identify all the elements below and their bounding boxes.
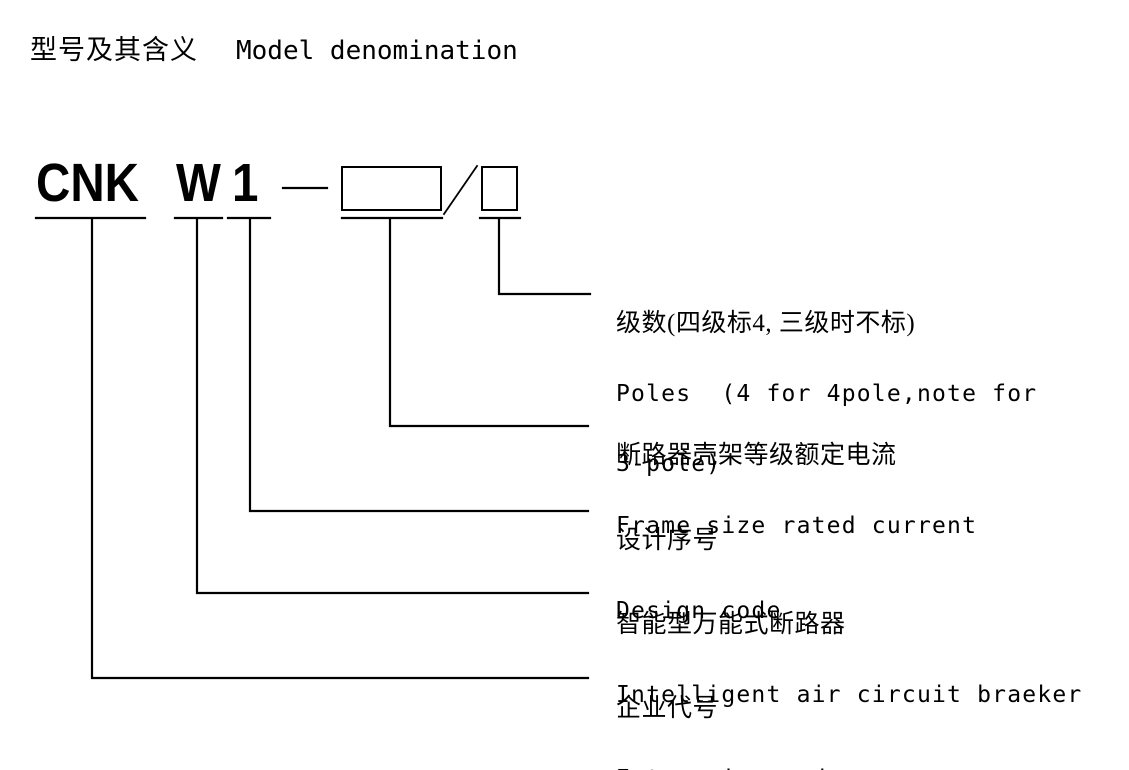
annotation-product-type-chinese: 智能型万能式断路器: [616, 611, 846, 638]
annotation-poles-english-line-1: Poles (4 for 4pole,note for: [616, 381, 1038, 407]
page-title-english: Model denomination: [236, 36, 518, 66]
annotation-enterprise-code-english: Enterprise code: [616, 762, 842, 770]
annotation-frame-size-chinese: 断路器壳架等级额定电流: [616, 442, 897, 469]
annotation-frame-size: 断路器壳架等级额定电流 Frame size rated current: [616, 403, 977, 579]
leader-line-poles: [497, 217, 592, 296]
leader-line-design-code: [248, 217, 590, 513]
annotation-poles-chinese: 级数(四级标4, 三级时不标): [616, 310, 916, 337]
model-code-product-type: W: [176, 153, 221, 213]
model-code-enterprise: CNK: [36, 153, 139, 213]
annotation-product-type-english: Intelligent air circuit braeker: [616, 682, 1083, 708]
leader-line-enterprise-code: [90, 217, 590, 680]
annotation-design-code-chinese: 设计序号: [616, 527, 719, 554]
code-slash: [442, 164, 479, 216]
annotation-frame-size-english: Frame size rated current: [616, 513, 978, 539]
annotation-product-type: 智能型万能式断路器 Intelligent air circuit braeke…: [616, 572, 1082, 748]
model-code-frame-size-box: [341, 166, 442, 211]
annotation-enterprise-code: 企业代号 Enterprise code: [616, 656, 842, 770]
annotation-design-code-english: Design code: [616, 598, 782, 624]
leader-line-frame-size: [388, 217, 590, 428]
annotation-poles-english-line-2: 3-pole): [616, 451, 722, 477]
model-code-poles-box: [481, 166, 518, 211]
annotation-poles: 级数(四级标4, 三级时不标) Poles (4 for 4pole,note …: [616, 271, 1037, 517]
page-title: 型号及其含义 Model denomination: [30, 28, 518, 67]
leader-line-product-type: [195, 217, 590, 595]
model-code-design: 1: [232, 153, 259, 213]
annotation-enterprise-code-chinese: 企业代号: [616, 695, 719, 722]
page-title-chinese: 型号及其含义: [30, 35, 198, 66]
annotation-design-code: 设计序号 Design code: [616, 488, 782, 664]
